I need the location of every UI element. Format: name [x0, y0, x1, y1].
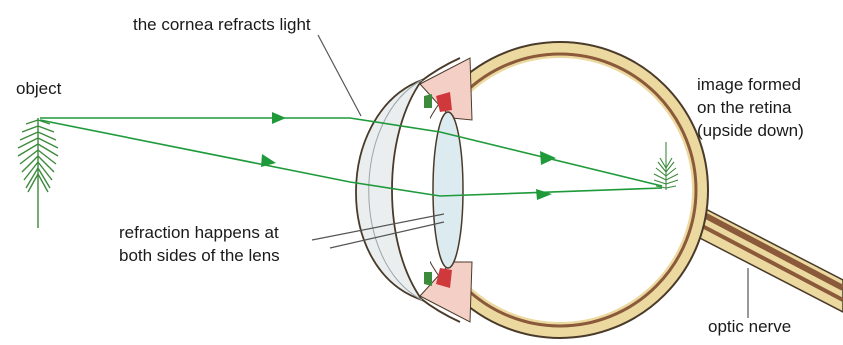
- refraction-label-line1: refraction happens at: [119, 222, 279, 243]
- image-label-line1: image formed: [697, 74, 801, 95]
- tree-object-icon: [18, 118, 58, 228]
- refraction-label-line2: both sides of the lens: [119, 245, 280, 266]
- image-label-line2: on the retina: [697, 97, 792, 118]
- optic-nerve-label: optic nerve: [708, 316, 791, 337]
- cornea-label: the cornea refracts light: [133, 14, 311, 35]
- object-label: object: [16, 78, 61, 99]
- lens: [433, 112, 463, 268]
- image-label-line3: (upside down): [697, 120, 804, 141]
